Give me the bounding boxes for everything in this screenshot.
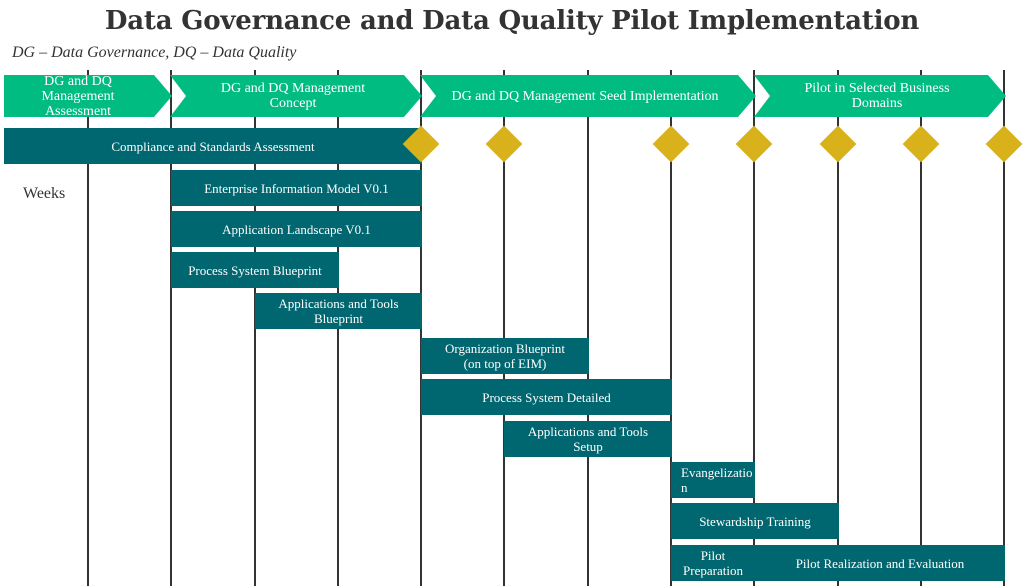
task-pilot-preparation: Pilot Preparation — [671, 545, 755, 581]
weeks-label: Weeks — [23, 185, 66, 202]
week-gridline — [87, 70, 89, 586]
task-process-system-blueprint: Process System Blueprint — [171, 252, 339, 288]
task-label: Process System Blueprint — [188, 262, 322, 278]
task-label: Stewardship Training — [699, 513, 811, 529]
task-enterprise-information-model: Enterprise Information Model V0.1 — [171, 170, 422, 206]
task-pilot-realization: Pilot Realization and Evaluation — [755, 545, 1005, 581]
milestone-diamond — [735, 125, 773, 163]
task-organization-blueprint: Organization Blueprint (on top of EIM) — [421, 338, 589, 374]
week-gridline — [587, 70, 589, 586]
task-application-landscape: Application Landscape V0.1 — [171, 211, 422, 247]
task-compliance-assessment: Compliance and Standards Assessment — [4, 128, 422, 164]
task-label: Organization Blueprint (on top of EIM) — [445, 341, 565, 371]
task-label: Applications and Tools Blueprint — [278, 296, 399, 326]
phase-seed-implementation: DG and DQ Management Seed Implementation — [420, 75, 756, 117]
page-title: Data Governance and Data Quality Pilot I… — [104, 6, 920, 36]
task-label: Application Landscape V0.1 — [222, 221, 371, 237]
milestone-diamond — [985, 125, 1023, 163]
milestone-diamond — [902, 125, 940, 163]
task-applications-tools-setup: Applications and Tools Setup — [504, 421, 672, 457]
week-gridline — [1003, 70, 1005, 586]
phase-label: DG and DQ Management Concept — [220, 81, 366, 111]
task-process-system-detailed: Process System Detailed — [421, 379, 672, 415]
task-label: Process System Detailed — [482, 389, 611, 405]
week-gridline — [837, 70, 839, 586]
week-gridline — [753, 70, 755, 586]
task-label: Enterprise Information Model V0.1 — [204, 180, 389, 196]
milestone-diamond — [485, 125, 523, 163]
task-label: Applications and Tools Setup — [527, 424, 649, 454]
task-stewardship-training: Stewardship Training — [671, 503, 839, 539]
milestone-diamond — [819, 125, 857, 163]
subtitle: DG – Data Governance, DQ – Data Quality — [12, 44, 297, 61]
task-applications-tools-blueprint: Applications and Tools Blueprint — [255, 293, 422, 329]
task-label: Pilot Realization and Evaluation — [795, 555, 965, 571]
phase-label: Pilot in Selected Business Domains — [804, 81, 950, 111]
task-label: Compliance and Standards Assessment — [111, 138, 315, 154]
milestone-diamond — [652, 125, 690, 163]
phase-concept: DG and DQ Management Concept — [170, 75, 422, 117]
phase-label: DG and DQ Management Seed Implementation — [451, 88, 719, 104]
task-label: Evangelization — [681, 465, 753, 495]
task-evangelization: Evangelization — [671, 462, 755, 498]
week-gridline — [920, 70, 922, 586]
week-gridline — [670, 70, 672, 586]
task-label: Pilot Preparation — [683, 548, 743, 578]
phase-pilot: Pilot in Selected Business Domains — [754, 75, 1006, 117]
phase-label: DG and DQ Management Assessment — [41, 73, 115, 119]
week-gridline — [503, 70, 505, 586]
week-gridline — [170, 70, 172, 586]
phase-assessment: DG and DQ Management Assessment — [4, 75, 172, 117]
